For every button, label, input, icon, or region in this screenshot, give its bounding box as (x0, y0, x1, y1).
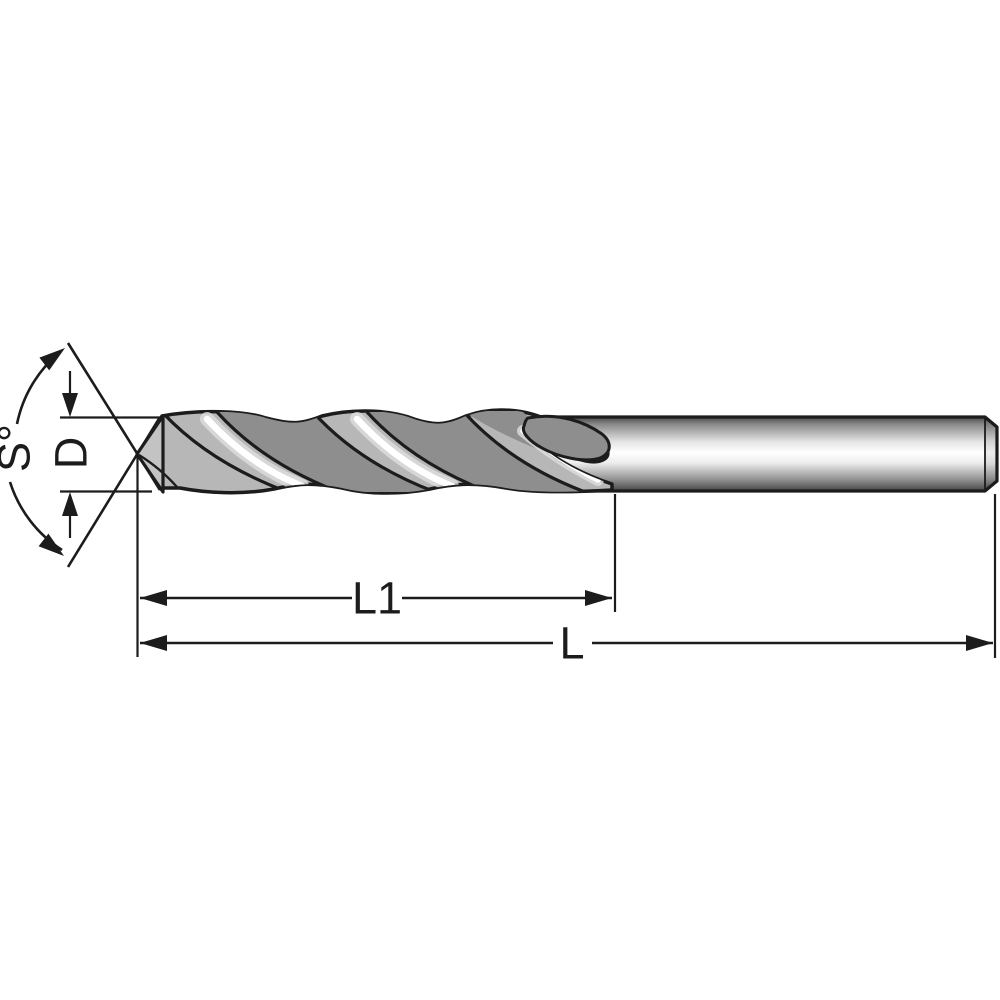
drill-bit-illustration (135, 408, 999, 495)
flute-heel (521, 414, 611, 462)
arrowhead (38, 533, 64, 556)
point-angle-label: S° (0, 424, 40, 472)
flute-length-label: L1 (352, 573, 402, 624)
overall-length-dimension: L (140, 494, 997, 669)
arrowhead (39, 348, 65, 371)
arrowhead (62, 492, 78, 516)
drill-shank (543, 415, 999, 493)
arrowhead (140, 635, 167, 651)
overall-length-label: L (559, 618, 584, 669)
angle-arc-lower (8, 481, 63, 552)
arrowhead (585, 590, 612, 606)
diameter-label: D (46, 437, 97, 470)
drill-flutes (136, 408, 614, 495)
arrowhead (966, 635, 993, 651)
arrowhead (62, 393, 78, 417)
arrowhead (140, 590, 167, 606)
point-angle-dimension: S° (0, 342, 162, 568)
flute-length-dimension: L1 (136, 456, 617, 657)
tip-lip-edge (138, 453, 178, 488)
